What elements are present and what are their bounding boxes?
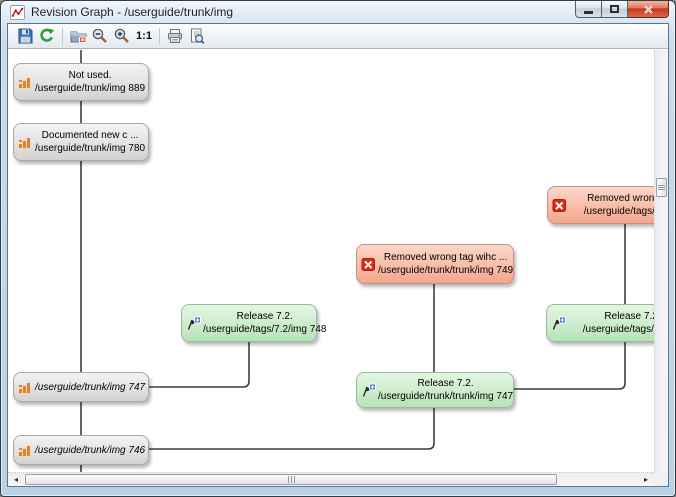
refresh-icon <box>40 28 55 42</box>
toolbar-separator <box>159 27 160 45</box>
print-preview-button[interactable] <box>186 26 208 47</box>
magnifier-minus-icon <box>92 28 107 43</box>
node-message: Release 7.2. <box>417 378 474 389</box>
print-button[interactable] <box>164 26 186 47</box>
save-button[interactable] <box>14 26 36 47</box>
maximize-icon <box>610 5 619 13</box>
minimize-button[interactable] <box>575 1 602 18</box>
revision-node-780[interactable]: Documented new c ... /userguide/trunk/im… <box>13 123 149 161</box>
node-message: Not used. <box>68 70 112 81</box>
vertical-scrollbar-thumb[interactable] <box>656 178 667 197</box>
node-path: /userguide/trunk/img 747 <box>35 381 146 393</box>
window-title: Revision Graph - /userguide/trunk/img <box>31 5 234 19</box>
node-path: /userguide/trunk/img 889 <box>35 83 146 94</box>
close-button[interactable] <box>628 1 669 18</box>
revision-node-746[interactable]: /userguide/trunk/img 746 <box>13 435 149 465</box>
node-path: /userguide/tags/7.2/tru <box>582 324 654 335</box>
left-arrow-icon: ◂ <box>13 475 18 484</box>
save-icon <box>18 28 33 44</box>
node-path: /userguide/trunk/img 780 <box>35 143 146 154</box>
deleted-node-tags-72[interactable]: Removed wrong trun /userguide/tags/7.2/t… <box>547 186 654 224</box>
red-x-icon <box>552 198 566 212</box>
toolbar: 1:1 <box>8 24 668 49</box>
magnifier-plus-icon <box>114 28 129 43</box>
zoom-100-button[interactable]: 1:1 <box>133 26 155 47</box>
orange-bars-icon <box>19 137 30 148</box>
tag-node-tags-72[interactable]: Release 7.2. /userguide/tags/7.2/tru <box>546 304 654 342</box>
client-frame: 1:1 <box>7 23 669 487</box>
revision-node-889[interactable]: Not used. /userguide/trunk/img 889 <box>13 63 149 101</box>
toolbar-separator <box>62 27 63 45</box>
scrollbar-corner <box>654 472 668 486</box>
folder-compare-icon <box>70 31 86 43</box>
node-message: Removed wrong trun <box>587 193 654 204</box>
vertical-scrollbar[interactable] <box>654 50 668 472</box>
node-message: Removed wrong tag wihc ... <box>383 252 508 263</box>
node-message: Release 7.2. <box>236 311 293 322</box>
zoom-in-button[interactable] <box>111 26 133 47</box>
printer-icon <box>168 29 182 43</box>
close-icon <box>643 4 653 14</box>
refresh-button[interactable] <box>36 26 58 47</box>
deleted-node-749[interactable]: Removed wrong tag wihc ... /userguide/tr… <box>356 244 514 284</box>
red-x-icon <box>361 257 375 271</box>
node-path: /userguide/trunk/trunk/img 747 <box>378 391 514 402</box>
zoom-out-button[interactable] <box>89 26 111 47</box>
tag-flag-plus-icon <box>552 316 566 330</box>
tag-node-748[interactable]: Release 7.2. /userguide/tags/7.2/img 748 <box>181 304 326 342</box>
edge-747-to-748 <box>149 342 250 388</box>
zoom-100-label: 1:1 <box>136 30 152 42</box>
tag-node-747-trunk-trunk[interactable]: Release 7.2. /userguide/trunk/trunk/img … <box>356 372 514 408</box>
node-path: /userguide/tags/7.2/tru <box>583 206 654 217</box>
maximize-button[interactable] <box>602 1 628 18</box>
tag-flag-plus-icon <box>187 316 201 330</box>
revision-graph-canvas[interactable]: Not used. /userguide/trunk/img 889 Docum… <box>8 50 654 472</box>
node-path: /userguide/tags/7.2/img 748 <box>203 324 327 335</box>
node-path: /userguide/trunk/img 746 <box>35 444 146 456</box>
scroll-right-button[interactable]: ▸ <box>638 474 654 485</box>
scroll-left-button[interactable]: ◂ <box>8 474 24 485</box>
edge-746-to-749 <box>149 284 435 450</box>
compare-revisions-button[interactable] <box>67 26 89 47</box>
horizontal-scrollbar[interactable]: ◂ ▸ <box>8 472 654 486</box>
titlebar[interactable]: Revision Graph - /userguide/trunk/img <box>1 1 675 23</box>
node-message: Documented new c ... <box>41 130 139 141</box>
app-icon <box>10 4 25 20</box>
minimize-icon <box>584 11 593 14</box>
node-message: Release 7.2. <box>604 311 654 322</box>
right-arrow-icon: ▸ <box>643 475 648 484</box>
orange-bars-icon <box>19 382 30 393</box>
print-preview-icon <box>191 28 205 44</box>
edge-747-to-tag <box>514 342 626 390</box>
graph-connector-lines <box>80 50 626 472</box>
node-path: /userguide/trunk/trunk/img 749 <box>378 265 514 276</box>
tag-flag-plus-icon <box>362 383 376 397</box>
orange-bars-icon <box>19 77 30 88</box>
window-controls <box>575 1 669 18</box>
orange-bars-icon <box>19 445 30 456</box>
horizontal-scrollbar-thumb[interactable] <box>25 474 557 485</box>
revision-node-747-trunk[interactable]: /userguide/trunk/img 747 <box>13 372 149 402</box>
